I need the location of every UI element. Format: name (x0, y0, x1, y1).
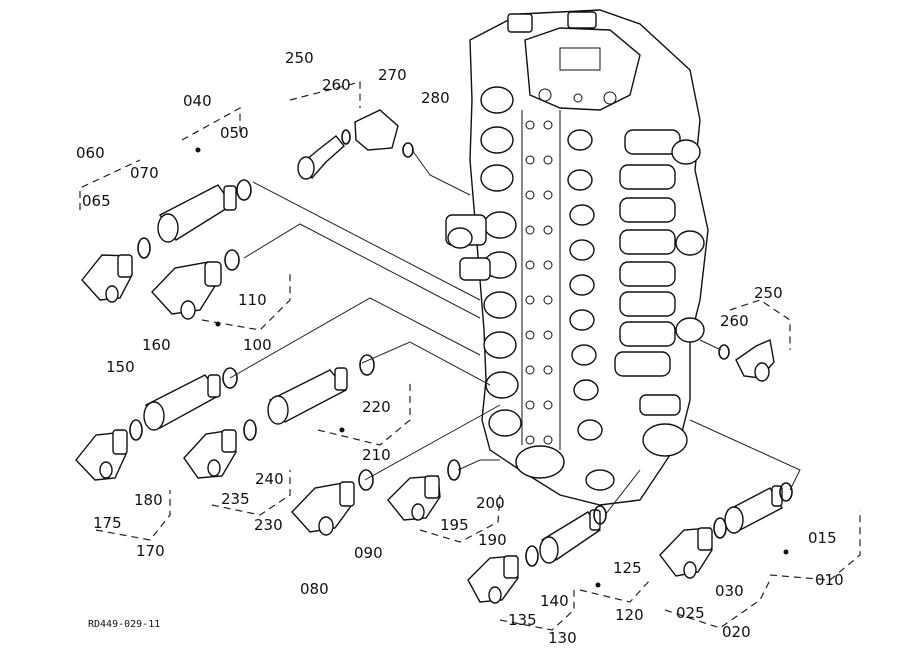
elbow-fitting-250-right (718, 339, 775, 382)
o-ring-140 (525, 545, 539, 567)
part-number-labels: 250 260 270 280 040 050 060 070 065 110 … (76, 49, 844, 647)
fitting-135 (467, 555, 519, 604)
label-160: 160 (142, 336, 171, 354)
group-brackets (79, 81, 861, 631)
o-ring-015 (779, 482, 793, 502)
o-ring-200 (447, 459, 461, 481)
label-125: 125 (613, 559, 642, 577)
sleeve-120 (539, 509, 601, 564)
label-140: 140 (540, 592, 569, 610)
sleeve-210 (267, 367, 348, 425)
fitting-080 (291, 481, 355, 536)
sleeve-010 (724, 485, 783, 534)
label-030: 030 (715, 582, 744, 600)
o-ring-050 (236, 179, 252, 201)
fitting-100 (151, 261, 222, 320)
label-250-top: 250 (285, 49, 314, 67)
o-ring-090 (358, 469, 374, 491)
control-valve-body (445, 9, 709, 506)
left-spool-ports (480, 86, 522, 437)
label-110: 110 (238, 291, 267, 309)
label-240: 240 (255, 470, 284, 488)
label-230: 230 (254, 516, 283, 534)
label-010: 010 (815, 571, 844, 589)
fitting-175 (75, 429, 128, 481)
label-220: 220 (362, 398, 391, 416)
o-ring-180 (129, 419, 143, 441)
label-040: 040 (183, 92, 212, 110)
label-015: 015 (808, 529, 837, 547)
label-100: 100 (243, 336, 272, 354)
label-070: 070 (130, 164, 159, 182)
label-020: 020 (722, 623, 751, 641)
label-150: 150 (106, 358, 135, 376)
label-170: 170 (136, 542, 165, 560)
o-ring-070 (137, 237, 151, 259)
label-195: 195 (440, 516, 469, 534)
label-200: 200 (476, 494, 505, 512)
label-130: 130 (548, 629, 577, 647)
o-ring-160 (222, 367, 238, 389)
o-ring-125 (593, 505, 607, 525)
label-080: 080 (300, 580, 329, 598)
elbow-fitting-250-top (297, 109, 414, 180)
label-260-right: 260 (720, 312, 749, 330)
fitting-025 (659, 527, 713, 579)
label-175: 175 (93, 514, 122, 532)
figure-code: RD449-029-11 (88, 619, 160, 630)
label-250-right: 250 (754, 284, 783, 302)
label-280: 280 (421, 89, 450, 107)
o-ring-220 (359, 354, 375, 376)
label-135: 135 (508, 611, 537, 629)
label-025: 025 (676, 604, 705, 622)
label-050: 050 (220, 124, 249, 142)
o-ring-240 (243, 419, 257, 441)
sleeve-150 (143, 374, 222, 431)
label-120: 120 (615, 606, 644, 624)
label-065: 065 (82, 192, 111, 210)
label-270: 270 (378, 66, 407, 84)
label-190: 190 (478, 531, 507, 549)
fitting-235 (183, 429, 237, 479)
label-210: 210 (362, 446, 391, 464)
o-ring-030 (713, 517, 727, 539)
label-180: 180 (134, 491, 163, 509)
label-060: 060 (76, 144, 105, 162)
o-ring-110 (224, 249, 240, 271)
bolt-pattern (525, 120, 553, 445)
leader-lines (229, 149, 801, 516)
label-090: 090 (354, 544, 383, 562)
label-235: 235 (221, 490, 250, 508)
right-spool-ports (515, 129, 705, 491)
fitting-195 (387, 475, 441, 521)
label-260-top: 260 (322, 76, 351, 94)
sleeve-040 (157, 184, 237, 243)
fitting-065 (81, 254, 133, 303)
